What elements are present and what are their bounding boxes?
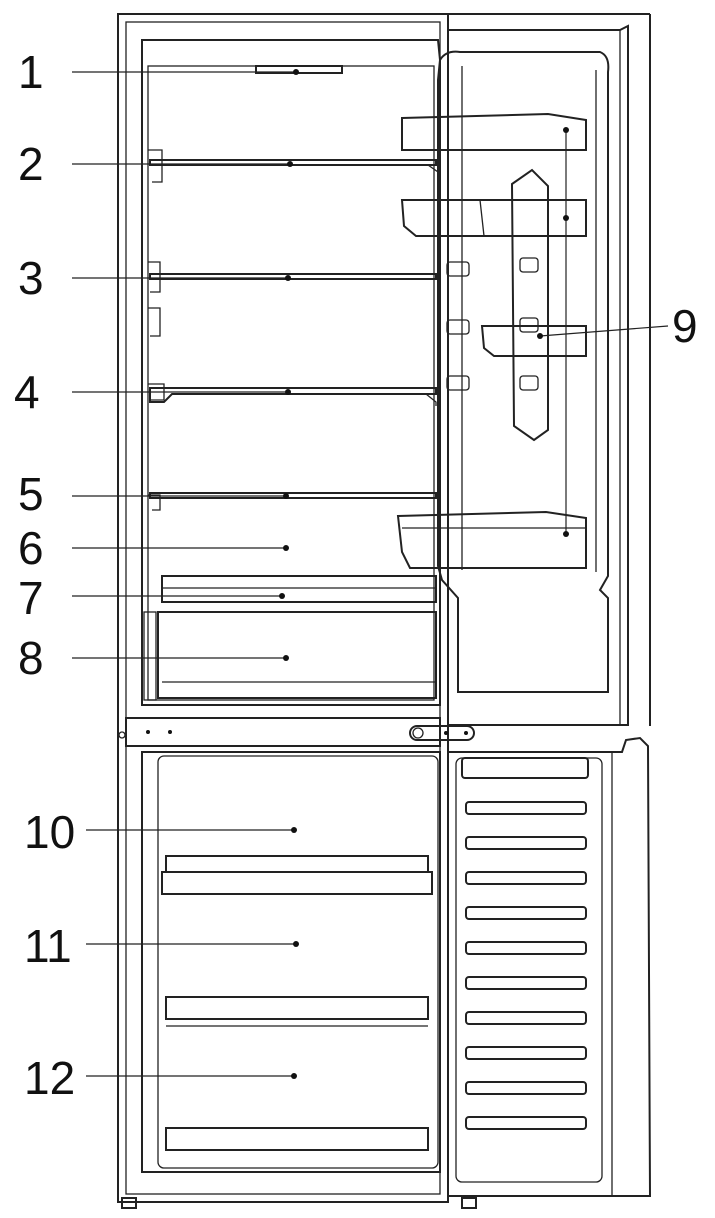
freezer-door bbox=[447, 736, 652, 1197]
glass-shelf-3 bbox=[149, 273, 437, 280]
door-hinge bbox=[409, 725, 475, 741]
callout-2: 2 bbox=[18, 138, 44, 190]
middle-divider bbox=[118, 717, 475, 747]
callout-1: 1 bbox=[18, 46, 44, 98]
fridge-compartment bbox=[141, 39, 441, 706]
callout-9: 9 bbox=[672, 300, 698, 352]
door-balcony-3 bbox=[480, 325, 587, 357]
door-balcony-4 bbox=[396, 510, 587, 569]
freezer-drawer-10 bbox=[165, 855, 429, 873]
crisper-drawer-upper bbox=[161, 575, 437, 603]
callout-12: 12 bbox=[24, 1052, 75, 1104]
door-balcony-1 bbox=[401, 112, 587, 151]
callout-numbers: 1 2 3 4 5 6 7 8 9 10 11 12 bbox=[14, 46, 698, 1104]
fridge-door bbox=[396, 24, 629, 726]
callout-6: 6 bbox=[18, 522, 44, 574]
freezer-compartment bbox=[141, 751, 441, 1173]
glass-shelf-2 bbox=[149, 159, 437, 166]
callout-3: 3 bbox=[18, 252, 44, 304]
leader-lines bbox=[72, 69, 669, 1079]
freezer-drawer-11 bbox=[165, 996, 429, 1020]
callout-10: 10 bbox=[24, 806, 75, 858]
callout-5: 5 bbox=[18, 468, 44, 520]
callout-11: 11 bbox=[24, 920, 72, 972]
freezer-drawer-12 bbox=[165, 1127, 429, 1151]
crisper-drawer-lower bbox=[157, 611, 437, 699]
callout-8: 8 bbox=[18, 632, 44, 684]
light-cover bbox=[255, 65, 343, 74]
callout-4: 4 bbox=[14, 366, 40, 418]
glass-shelf-4 bbox=[149, 387, 437, 403]
door-balcony-2 bbox=[400, 199, 587, 237]
freezer-door-vents bbox=[465, 801, 587, 1130]
callout-7: 7 bbox=[18, 572, 44, 624]
